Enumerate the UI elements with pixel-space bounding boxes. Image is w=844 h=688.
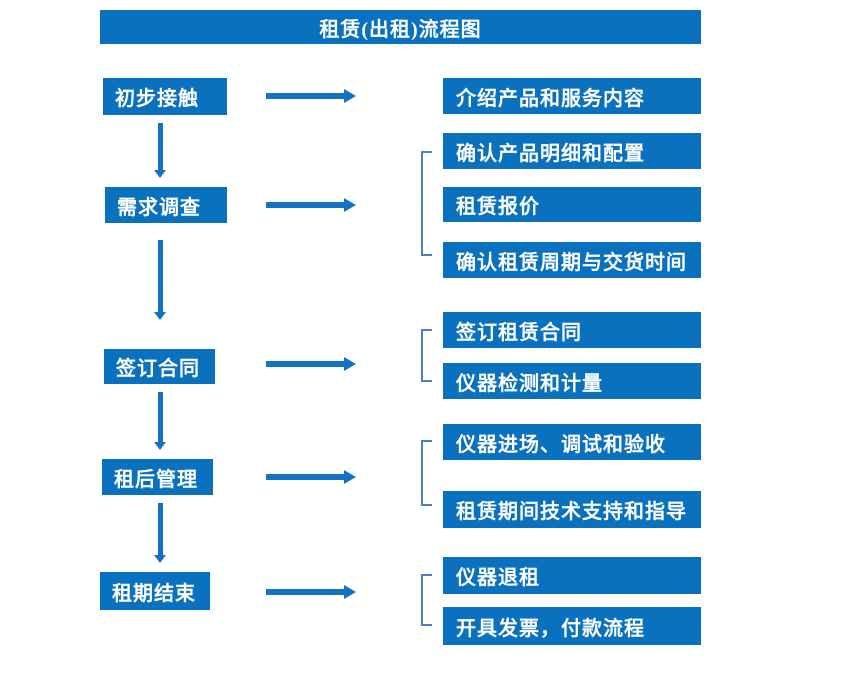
detail-box-introduce-products: 介绍产品和服务内容: [443, 78, 701, 114]
detail-label: 介绍产品和服务内容: [456, 87, 645, 110]
flowchart-title-text: 租赁(出租)流程图: [319, 18, 482, 41]
arrow-shaft: [266, 93, 344, 99]
detail-label: 确认产品明细和配置: [456, 142, 645, 165]
detail-label: 开具发票，付款流程: [456, 617, 645, 640]
detail-box-instrument-testing: 仪器检测和计量: [443, 363, 701, 399]
arrow-head: [154, 312, 166, 320]
detail-box-invoice-payment: 开具发票，付款流程: [443, 607, 701, 645]
arrow-down-icon: [148, 503, 172, 563]
stage-box-initial-contact: 初步接触: [103, 78, 227, 115]
arrow-down-icon: [148, 240, 172, 320]
arrow-shaft: [157, 123, 163, 170]
arrow-right-icon: [266, 585, 356, 599]
stage-box-demand-survey: 需求调查: [105, 187, 227, 223]
detail-label: 确认租赁周期与交货时间: [456, 251, 687, 274]
arrow-head: [154, 555, 166, 563]
detail-box-confirm-rental-period: 确认租赁周期与交货时间: [443, 242, 701, 278]
stage-box-sign-contract: 签订合同: [104, 349, 215, 384]
group-bracket: [421, 574, 432, 626]
group-bracket: [421, 440, 432, 506]
detail-label: 租赁期间技术支持和指导: [456, 501, 687, 523]
arrow-right-icon: [266, 357, 356, 371]
group-bracket: [421, 151, 432, 256]
detail-box-instrument-return: 仪器退租: [443, 557, 701, 594]
arrow-down-icon: [148, 392, 172, 450]
arrow-shaft: [266, 361, 344, 367]
arrow-head: [154, 170, 166, 178]
group-bracket: [421, 329, 432, 382]
stage-label: 租期结束: [112, 582, 196, 605]
arrow-down-icon: [148, 123, 172, 178]
arrow-head: [154, 442, 166, 450]
detail-label: 仪器退租: [456, 567, 540, 589]
stage-label: 初步接触: [115, 88, 199, 110]
arrow-right-icon: [266, 470, 356, 484]
detail-label: 租赁报价: [456, 196, 540, 218]
arrow-shaft: [266, 589, 344, 595]
arrow-right-icon: [266, 89, 356, 103]
arrow-shaft: [157, 503, 163, 555]
detail-box-tech-support: 租赁期间技术支持和指导: [443, 491, 701, 528]
arrow-right-icon: [266, 198, 356, 212]
detail-label: 签订租赁合同: [456, 321, 582, 344]
arrow-shaft: [157, 392, 163, 442]
detail-label: 仪器进场、调试和验收: [456, 433, 666, 456]
detail-box-sign-rental-contract: 签订租赁合同: [443, 312, 701, 348]
flowchart-title-bar: 租赁(出租)流程图: [100, 10, 701, 44]
stage-label: 签订合同: [116, 358, 200, 380]
arrow-shaft: [157, 240, 163, 312]
detail-box-confirm-product-details: 确认产品明细和配置: [443, 133, 701, 169]
detail-label: 仪器检测和计量: [456, 372, 603, 395]
arrow-shaft: [266, 202, 344, 208]
stage-box-post-rental-management: 租后管理: [102, 459, 213, 495]
stage-box-rental-end: 租期结束: [100, 572, 210, 610]
arrow-shaft: [266, 474, 344, 480]
detail-box-rental-quote: 租赁报价: [443, 187, 701, 222]
arrow-head: [344, 585, 356, 599]
arrow-head: [344, 89, 356, 103]
stage-label: 租后管理: [114, 468, 198, 491]
arrow-head: [344, 357, 356, 371]
detail-box-instrument-setup-acceptance: 仪器进场、调试和验收: [443, 424, 701, 460]
arrow-head: [344, 470, 356, 484]
arrow-head: [344, 198, 356, 212]
stage-label: 需求调查: [117, 196, 201, 219]
